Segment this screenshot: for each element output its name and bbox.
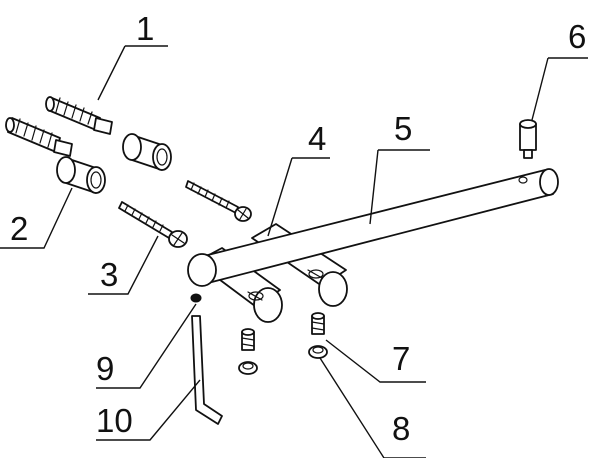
set-screw-left bbox=[241, 328, 255, 351]
callout-9: 9 bbox=[96, 350, 114, 387]
washer-left bbox=[238, 361, 258, 375]
grub-screw bbox=[190, 293, 202, 303]
screw-upper bbox=[185, 180, 252, 222]
screw-lower bbox=[118, 201, 188, 248]
callout-7: 7 bbox=[392, 340, 410, 377]
callout-5: 5 bbox=[394, 110, 412, 147]
wall-anchor-upper bbox=[45, 96, 113, 135]
callout-10: 10 bbox=[96, 402, 133, 439]
allen-key bbox=[191, 315, 223, 425]
cover-cap-lower bbox=[56, 156, 106, 194]
callout-6: 6 bbox=[568, 18, 586, 55]
callout-3: 3 bbox=[100, 256, 118, 293]
callout-2: 2 bbox=[10, 210, 28, 247]
callout-8: 8 bbox=[392, 410, 410, 447]
callout-1: 1 bbox=[136, 10, 154, 47]
set-screw-right bbox=[311, 312, 325, 335]
leader-lines bbox=[0, 45, 588, 458]
cover-cap-upper bbox=[122, 133, 172, 171]
callout-4: 4 bbox=[308, 120, 326, 157]
towel-rail bbox=[187, 168, 559, 287]
washer-right bbox=[308, 345, 328, 359]
wall-anchor-lower bbox=[5, 117, 73, 157]
end-pin bbox=[519, 119, 537, 159]
